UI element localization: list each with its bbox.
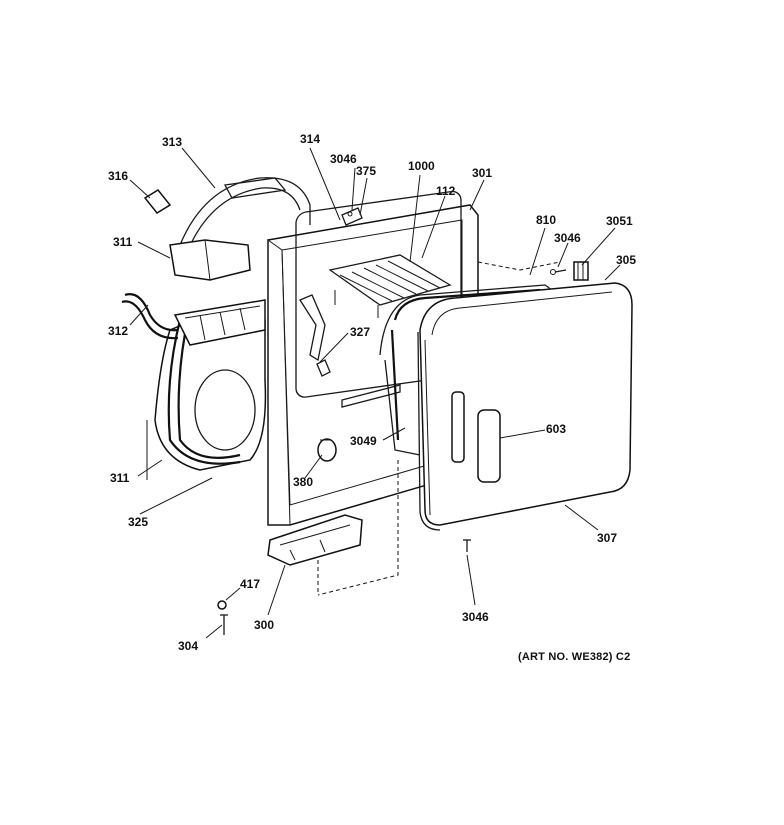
callout-112: 112: [436, 184, 456, 198]
door-switch-bracket: [299, 294, 331, 377]
callout-327: 327: [350, 325, 371, 339]
callout-304: 304: [178, 639, 199, 653]
door-liner: [379, 284, 561, 456]
callout-325: 325: [128, 515, 149, 529]
bearing-311: [169, 239, 251, 281]
callout-313: 313: [162, 135, 183, 149]
callout-312: 312: [108, 324, 129, 338]
screw-3046-right: [550, 269, 567, 275]
callout-380: 380: [293, 475, 314, 489]
toe-kick: [267, 514, 363, 566]
callout-307: 307: [597, 531, 618, 545]
leader-lines: [129, 147, 621, 639]
callout-375: 375: [356, 164, 377, 178]
callout-603: 603: [546, 422, 567, 436]
hinge-3051: [573, 261, 589, 281]
door-outer-panel: [417, 282, 633, 531]
panel-slot: [341, 384, 401, 408]
callout-305: 305: [616, 253, 637, 267]
callout-314: 314: [300, 132, 321, 146]
art-number: (ART NO. WE382) C2: [518, 651, 631, 663]
lint-filter: [328, 254, 452, 318]
callout-301: 301: [472, 166, 493, 180]
screw-304: [220, 614, 228, 635]
duct-top: [173, 299, 266, 346]
callout-311-bottom: 311: [110, 471, 130, 485]
callout-3046-top: 3046: [330, 152, 357, 166]
screw-3046-bottom: [463, 539, 471, 552]
callout-3051: 3051: [606, 214, 633, 228]
callout-3046-bottom: 3046: [462, 610, 489, 624]
door-handle: [477, 409, 501, 483]
front-bulkhead: [154, 312, 267, 471]
seal-312: [121, 293, 179, 340]
callout-300: 300: [254, 618, 275, 632]
callout-3049: 3049: [350, 434, 377, 448]
control-knob: [317, 438, 337, 462]
pad-316: [143, 189, 172, 214]
reference-lines: [317, 261, 561, 596]
callout-417: 417: [240, 577, 261, 591]
hinge-375: [341, 207, 363, 226]
callout-3046-right: 3046: [554, 231, 581, 245]
top-bracket: [179, 177, 311, 251]
door-catch: [451, 391, 465, 463]
callout-311-top: 311: [113, 235, 133, 249]
callout-810: 810: [536, 213, 557, 227]
callout-1000: 1000: [408, 159, 435, 173]
callout-316: 316: [108, 169, 129, 183]
screw-417: [217, 600, 227, 610]
